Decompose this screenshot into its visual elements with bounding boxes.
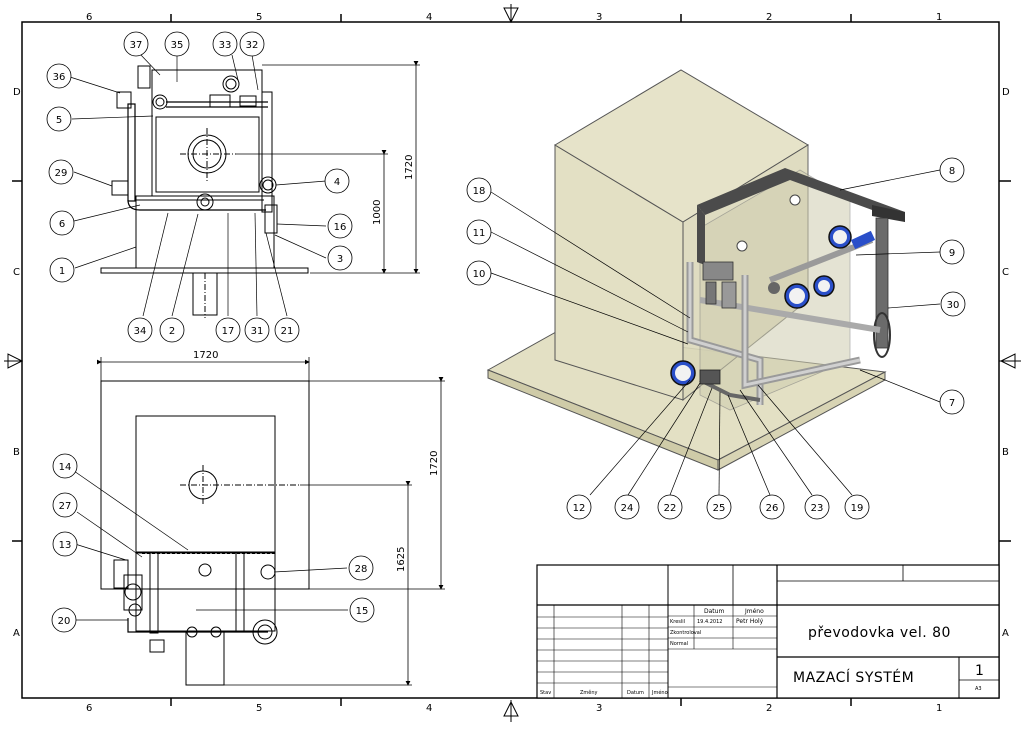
tb-row-standard: Normal [670, 641, 688, 647]
balloon-label: 35 [171, 40, 184, 51]
front-leaders [69, 53, 327, 317]
balloon-label: 36 [53, 72, 66, 83]
top-balloons [51, 453, 375, 633]
zone-col-label: 1 [936, 12, 942, 23]
balloon-label: 29 [55, 168, 68, 179]
balloon-label: 37 [130, 40, 143, 51]
zone-col-label: 6 [86, 703, 92, 714]
balloon-label: 5 [56, 115, 62, 126]
tb-date-value: 19.4.2012 [697, 619, 722, 625]
tb-sheet-format: A3 [975, 686, 982, 692]
zone-row-label: D [13, 87, 21, 98]
iso-view [486, 69, 905, 471]
iso-leaders [490, 169, 941, 496]
zone-col-label: 4 [426, 12, 432, 23]
zone-col-label: 2 [766, 12, 772, 23]
balloon-label: 30 [947, 300, 960, 311]
tb-rev-changes: Změny [580, 689, 598, 696]
balloon-label: 34 [134, 326, 147, 337]
zone-row-label: C [1002, 267, 1009, 278]
balloon-label: 6 [59, 219, 65, 230]
zone-col-label: 2 [766, 703, 772, 714]
zone-row-label: B [13, 447, 20, 458]
balloon-label: 15 [356, 606, 369, 617]
tb-rev-status: Stav [540, 690, 551, 696]
zone-col-label: 5 [256, 703, 262, 714]
balloon-label: 19 [851, 503, 864, 514]
zone-row-label: D [1002, 87, 1010, 98]
balloon-label: 17 [222, 326, 235, 337]
zone-col-label: 5 [256, 12, 262, 23]
balloon-label: 23 [811, 503, 824, 514]
balloon-label: 3 [337, 254, 343, 265]
balloon-label: 25 [713, 503, 726, 514]
tb-rev-name: Jméno [651, 689, 668, 696]
zone-col-label: 6 [86, 12, 92, 23]
balloon-label: 7 [949, 398, 955, 409]
dimension-height-axis: 1000 [372, 200, 383, 225]
balloon-label: 1 [59, 266, 65, 277]
zone-row-label: A [1002, 628, 1009, 639]
balloon-label: 26 [766, 503, 779, 514]
zone-labels: 6 5 4 3 2 1 6 5 4 3 2 1 D C B A D C B A [13, 12, 1010, 714]
top-leaders [73, 470, 348, 621]
zone-col-label: 1 [936, 703, 942, 714]
balloon-label: 33 [219, 40, 232, 51]
balloon-label: 13 [59, 540, 72, 551]
top-view [100, 380, 310, 686]
balloon-label: 12 [573, 503, 586, 514]
tb-drawing-name: MAZACÍ SYSTÉM [793, 669, 914, 686]
balloon-label: 16 [334, 222, 347, 233]
front-dimensions [236, 61, 420, 274]
balloon-label: 28 [355, 564, 368, 575]
tb-rev-date: Datum [627, 690, 644, 696]
balloon-label: 9 [949, 248, 955, 259]
front-view [100, 65, 309, 318]
balloon-label: 4 [334, 177, 340, 188]
front-balloons [46, 31, 353, 343]
tb-part-name: převodovka vel. 80 [808, 625, 951, 641]
balloon-label: 8 [949, 166, 955, 177]
balloon-label: 14 [59, 462, 72, 473]
dimension-height-total: 1720 [404, 155, 415, 180]
balloon-label: 32 [246, 40, 259, 51]
balloon-label: 2 [169, 326, 175, 337]
iso-balloons [466, 157, 966, 520]
title-block [536, 564, 1000, 699]
tb-sheet-number: 1 [975, 663, 984, 679]
tb-header-name: Jméno [744, 608, 764, 615]
tb-row-drawn: Kreslil [670, 619, 685, 625]
tb-header-date: Datum [704, 608, 724, 615]
balloon-label: 27 [59, 501, 72, 512]
top-dimensions [97, 357, 445, 686]
balloon-label: 22 [664, 503, 677, 514]
balloon-label: 18 [473, 186, 486, 197]
zone-row-label: C [13, 267, 20, 278]
balloon-label: 24 [621, 503, 634, 514]
zone-col-label: 3 [596, 12, 602, 23]
sheet-border [4, 4, 1021, 722]
balloon-label: 20 [58, 616, 71, 627]
zone-row-label: B [1002, 447, 1009, 458]
tb-row-checked: Zkontroloval [670, 630, 701, 636]
balloon-label: 21 [281, 326, 294, 337]
dimension-width: 1720 [193, 350, 218, 361]
tb-author-value: Petr Holý [736, 618, 764, 625]
zone-col-label: 4 [426, 703, 432, 714]
dimension-depth: 1720 [429, 451, 440, 476]
balloon-label: 11 [473, 228, 486, 239]
balloon-label: 10 [473, 269, 486, 280]
balloon-label: 31 [251, 326, 264, 337]
zone-col-label: 3 [596, 703, 602, 714]
zone-row-label: A [13, 628, 20, 639]
dimension-depth-axis: 1625 [396, 547, 407, 572]
